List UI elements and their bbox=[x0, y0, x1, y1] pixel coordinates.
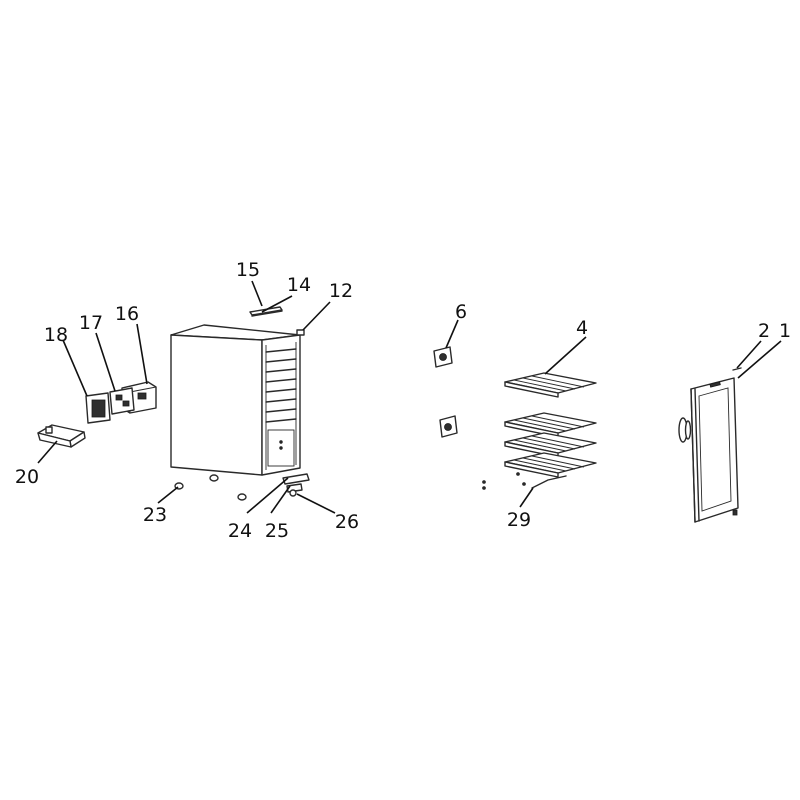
bottom-hinge-parts bbox=[282, 473, 310, 497]
callout-20: 20 bbox=[15, 466, 39, 488]
control-board-17 bbox=[109, 387, 135, 415]
top-hinge-part-14 bbox=[251, 310, 283, 317]
glass-door-1 bbox=[690, 377, 739, 523]
control-panel-18 bbox=[85, 392, 111, 424]
callout-12: 12 bbox=[329, 280, 353, 302]
callout-2: 2 bbox=[758, 320, 770, 342]
fan-part-6 bbox=[433, 346, 453, 368]
shelf-clips-29 bbox=[482, 472, 567, 490]
callout-1: 1 bbox=[779, 320, 791, 342]
callout-29: 29 bbox=[507, 509, 531, 531]
door-handle bbox=[678, 417, 692, 443]
callout-25: 25 bbox=[265, 520, 289, 542]
callout-18: 18 bbox=[44, 324, 68, 346]
bracket-part-20 bbox=[37, 424, 86, 448]
callout-4: 4 bbox=[576, 317, 588, 339]
callout-26: 26 bbox=[335, 511, 359, 533]
callout-14: 14 bbox=[287, 274, 311, 296]
callout-17: 17 bbox=[79, 312, 103, 334]
callout-labels: 15 14 12 16 17 18 20 23 24 25 26 6 4 29 … bbox=[15, 259, 791, 542]
cabinet-body bbox=[170, 324, 301, 501]
top-hinge-part-12 bbox=[296, 329, 305, 336]
leader-lines bbox=[37, 280, 782, 514]
callout-24: 24 bbox=[228, 520, 252, 542]
callout-16: 16 bbox=[115, 303, 139, 325]
cabinet-shelf-rails bbox=[265, 348, 297, 423]
fan-part-lower bbox=[439, 415, 458, 438]
door-part-2 bbox=[732, 367, 742, 371]
callout-15: 15 bbox=[236, 259, 260, 281]
callout-6: 6 bbox=[455, 301, 467, 323]
callout-23: 23 bbox=[143, 504, 167, 526]
top-hinge-part-15 bbox=[249, 306, 283, 316]
wire-shelves-4 bbox=[504, 372, 597, 478]
